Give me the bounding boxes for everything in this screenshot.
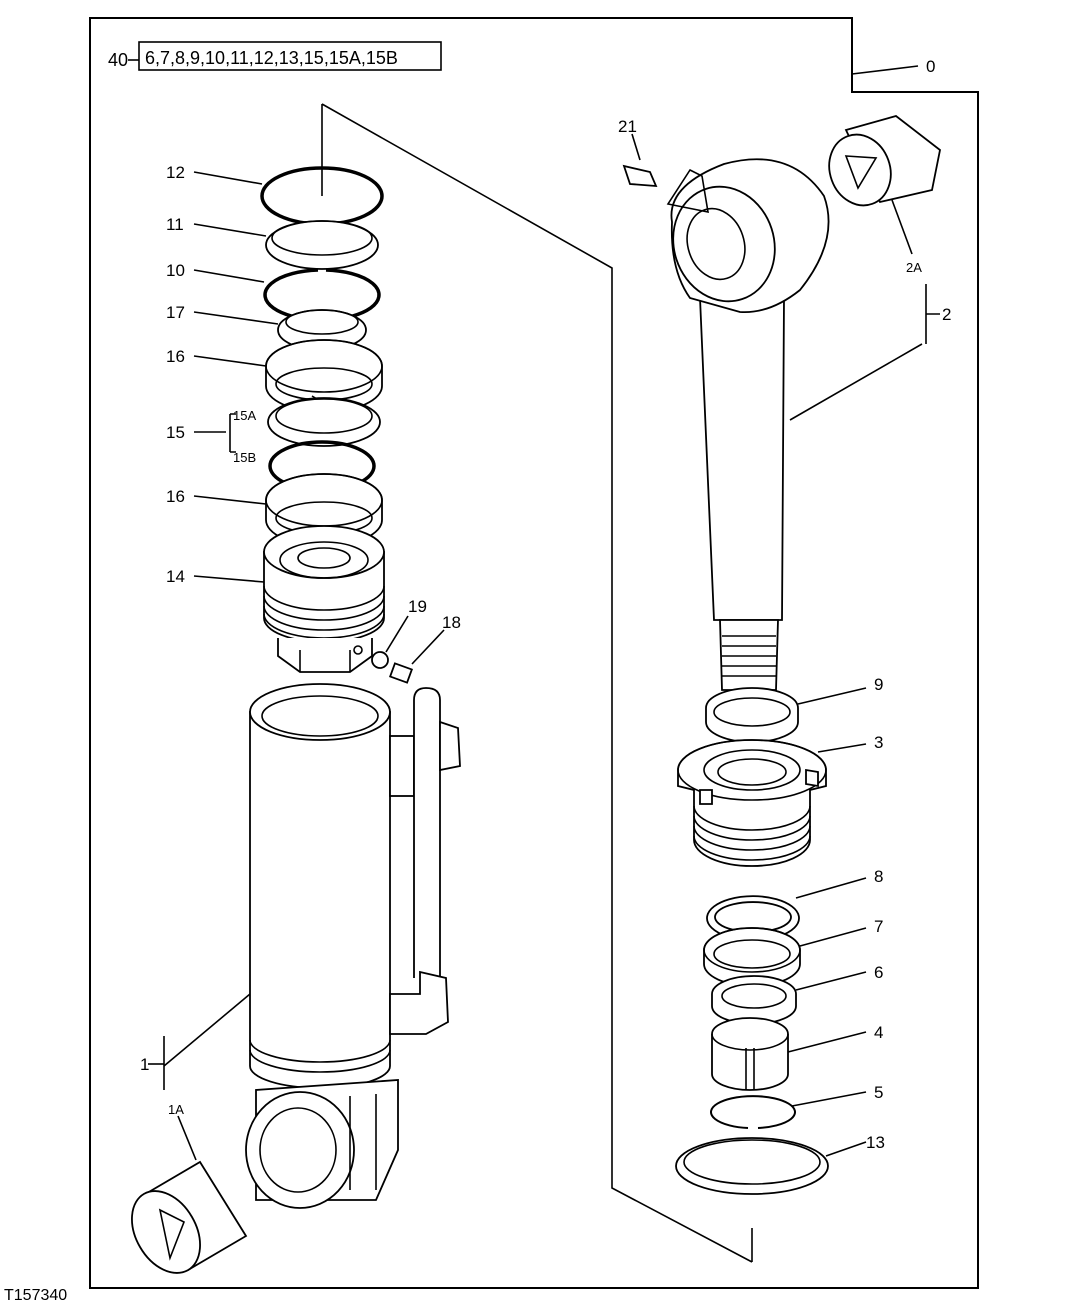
svg-text:13: 13: [866, 1133, 885, 1152]
svg-text:1: 1: [140, 1055, 149, 1074]
svg-text:7: 7: [874, 917, 883, 936]
svg-text:0: 0: [926, 57, 935, 76]
svg-text:8: 8: [874, 867, 883, 886]
svg-text:16: 16: [166, 347, 185, 366]
svg-text:3: 3: [874, 733, 883, 752]
kit-reference: 40 6,7,8,9,10,11,12,13,15,15A,15B: [108, 41, 442, 71]
part-21-grease-fitting: 21: [618, 117, 658, 188]
assembly-frame: [89, 17, 979, 1289]
svg-text:6: 6: [874, 963, 883, 982]
svg-text:10: 10: [166, 261, 185, 280]
svg-text:12: 12: [166, 163, 185, 182]
svg-text:9: 9: [874, 675, 883, 694]
part-2a-bushing: 2A: [828, 115, 941, 275]
divider-line: [321, 103, 753, 1263]
svg-text:4: 4: [874, 1023, 883, 1042]
part-1a-bushing: 1A: [131, 1102, 248, 1274]
part-12-o-ring: 12: [166, 163, 384, 226]
svg-text:2: 2: [942, 305, 951, 324]
figure-id: T157340: [4, 1287, 67, 1304]
svg-text:1A: 1A: [168, 1102, 184, 1117]
part-14-piston: 14: [166, 525, 385, 673]
part-11-backup-ring: 11: [166, 215, 379, 270]
part-15-seal-set: 15 15A 15B: [166, 397, 381, 492]
kit-number: 40: [108, 50, 128, 70]
svg-text:15A: 15A: [233, 408, 256, 423]
svg-text:16: 16: [166, 487, 185, 506]
part-3-rod-gland: 3: [677, 733, 883, 867]
svg-text:2A: 2A: [906, 260, 922, 275]
svg-text:14: 14: [166, 567, 185, 586]
svg-text:21: 21: [618, 117, 637, 136]
part-5-snap-ring: 5: [710, 1083, 883, 1129]
part-19-ball: 19: [371, 597, 427, 669]
kit-items: 6,7,8,9,10,11,12,13,15,15A,15B: [145, 48, 398, 68]
part-10-ring: 10: [166, 261, 381, 322]
svg-text:11: 11: [166, 215, 184, 234]
callout-0: 0: [851, 57, 935, 76]
svg-text:18: 18: [442, 613, 461, 632]
part-13-ring: 13: [675, 1133, 885, 1195]
svg-text:17: 17: [166, 303, 185, 322]
svg-text:15B: 15B: [233, 450, 256, 465]
svg-text:19: 19: [408, 597, 427, 616]
part-4-bushing: 4: [711, 1017, 883, 1091]
part-7-seal: 7: [703, 917, 883, 987]
part-1-cylinder-tube: 1: [140, 683, 461, 1209]
part-2-piston-rod: 2: [666, 158, 951, 691]
svg-text:5: 5: [874, 1083, 883, 1102]
svg-text:15: 15: [166, 423, 185, 442]
part-9-ring: 9: [705, 675, 883, 743]
part-18-set-screw: 18: [388, 613, 461, 684]
part-16-wear-ring-upper: 16: [166, 339, 383, 413]
